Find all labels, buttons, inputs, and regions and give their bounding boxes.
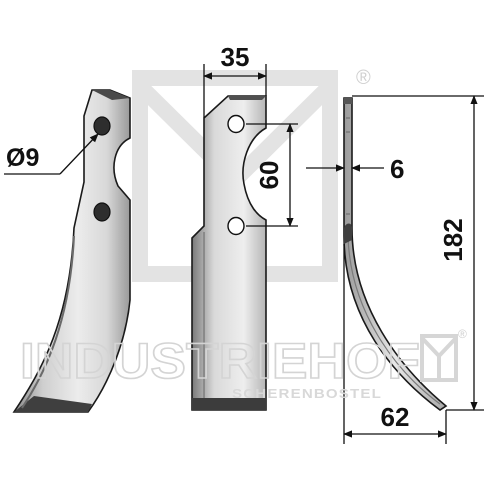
mounting-hole-upper xyxy=(93,116,111,136)
watermark-registered-bottom: ® xyxy=(458,327,467,341)
hole-spacing-dimension xyxy=(246,123,298,227)
front-hole-lower xyxy=(227,216,245,236)
width-dimension xyxy=(203,64,267,118)
watermark-location: SCHERENBOSTEL xyxy=(232,386,382,401)
offset-label: 62 xyxy=(381,402,410,432)
blade-side-view xyxy=(12,89,131,413)
blade-front-view xyxy=(191,95,267,411)
height-dimension xyxy=(352,95,484,411)
front-hole-upper xyxy=(227,114,245,134)
height-label: 182 xyxy=(438,218,468,261)
offset-dimension xyxy=(343,244,447,444)
hole-diameter-label: Ø9 xyxy=(6,144,39,172)
hole-diameter-dimension xyxy=(4,133,99,175)
watermark-small-logo xyxy=(420,334,458,382)
blade-profile-view xyxy=(343,97,448,411)
width-label: 35 xyxy=(221,42,250,72)
watermark-brand: INDUSTRIEHOF xyxy=(20,333,420,389)
thickness-label: 6 xyxy=(390,154,404,184)
hole-spacing-label: 60 xyxy=(254,161,284,190)
watermark-registered-top: ® xyxy=(356,67,371,89)
mounting-hole-lower xyxy=(93,202,111,222)
